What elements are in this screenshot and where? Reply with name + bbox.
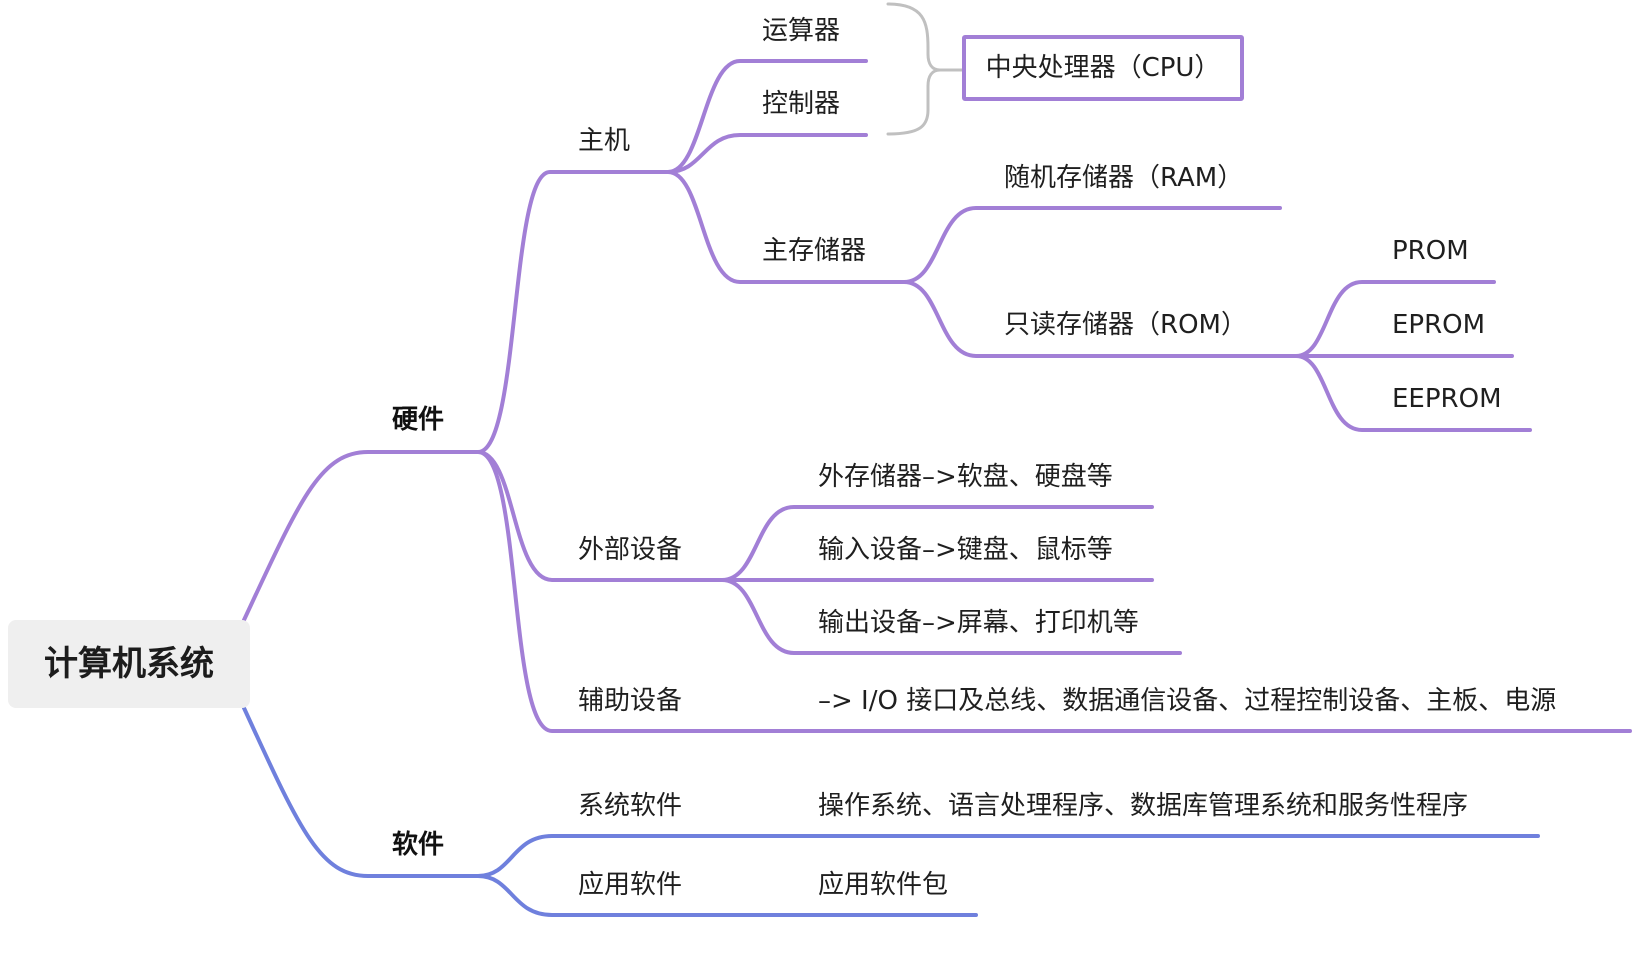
edge-host-main-memory — [666, 170, 906, 284]
system-software-label: 系统软件 — [578, 791, 683, 821]
edge-rom-eeprom — [1294, 354, 1532, 432]
output-devices-label: 输出设备–>屏幕、打印机等 — [818, 608, 1139, 638]
cpu-box — [962, 35, 1244, 101]
application-software-label: 应用软件 — [578, 870, 683, 900]
system-software-detail: 操作系统、语言处理程序、数据库管理系统和服务性程序 — [818, 791, 1469, 821]
cpu-label: 中央处理器（CPU） — [985, 53, 1221, 83]
application-software-detail: 应用软件包 — [818, 870, 949, 900]
input-devices-label: 输入设备–>键盘、鼠标等 — [818, 535, 1113, 565]
hardware-label: 硬件 — [392, 405, 445, 435]
edge-hardware-host — [476, 170, 670, 454]
software-label: 软件 — [392, 830, 445, 860]
auxiliary-detail: –> I/O 接口及总线、数据通信设备、过程控制设备、主板、电源 — [818, 686, 1557, 716]
edge-software-application — [476, 874, 978, 917]
edge-memory-ram — [902, 206, 1282, 284]
edge-host-controller — [666, 133, 868, 174]
controller-label: 控制器 — [762, 89, 841, 119]
edge-hardware-auxiliary — [476, 450, 1632, 733]
peripherals-label: 外部设备 — [578, 535, 683, 565]
eeprom-label: EEPROM — [1392, 384, 1502, 414]
edge-root-software — [242, 706, 480, 878]
root-node-box — [8, 620, 250, 708]
edge-rom-prom — [1294, 280, 1496, 358]
edge-software-system — [476, 834, 1540, 878]
edge-peripherals-output — [720, 578, 1182, 655]
alu-label: 运算器 — [762, 16, 841, 46]
edge-memory-rom — [902, 280, 1298, 358]
edge-host-alu — [666, 59, 868, 174]
rom-label: 只读存储器（ROM） — [1004, 310, 1247, 340]
external-storage-label: 外存储器–>软盘、硬盘等 — [818, 462, 1113, 492]
ram-label: 随机存储器（RAM） — [1004, 163, 1244, 193]
eprom-label: EPROM — [1392, 310, 1486, 340]
auxiliary-label: 辅助设备 — [578, 686, 683, 716]
edge-peripherals-storage — [720, 505, 1154, 582]
root-node-label: 计算机系统 — [44, 644, 214, 684]
edge-root-hardware — [242, 450, 480, 622]
cpu-group-brace — [886, 2, 942, 136]
prom-label: PROM — [1392, 236, 1469, 266]
edge-hardware-peripherals — [476, 450, 724, 582]
main-memory-label: 主存储器 — [762, 236, 867, 266]
host-label: 主机 — [578, 126, 631, 156]
